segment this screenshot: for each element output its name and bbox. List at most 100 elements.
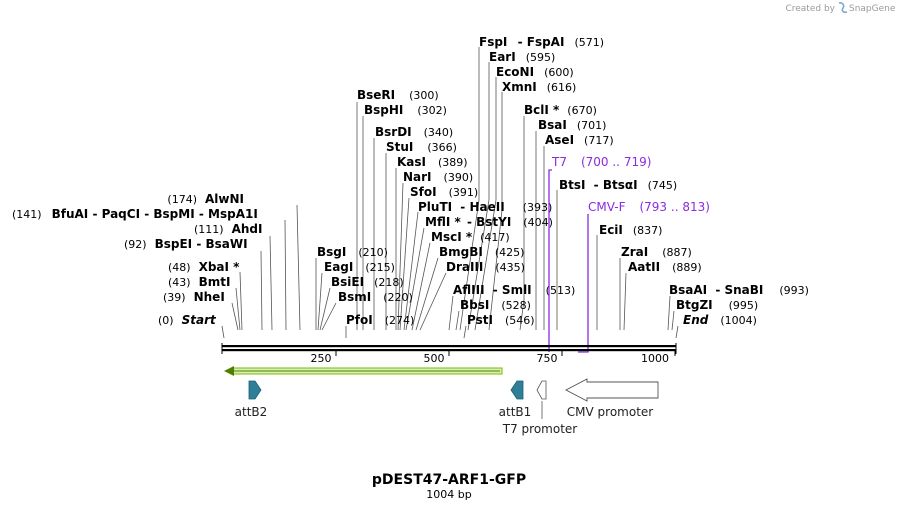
- svg-text:BseRI(300): BseRI(300): [357, 88, 439, 102]
- svg-text:BsaAI - SnaBI(993): BsaAI - SnaBI(993): [669, 283, 809, 297]
- credit-brand: SnapGene: [849, 4, 896, 14]
- enzyme-bspmi: BspMI: [153, 207, 194, 221]
- enzyme-nhei: NheI: [194, 290, 225, 304]
- tick-500: 500: [424, 352, 445, 365]
- svg-text:T7(700 .. 719): T7(700 .. 719): [551, 155, 651, 169]
- tick-1000: 1000: [641, 352, 669, 365]
- svg-text:(0)Start: (0)Start: [158, 313, 217, 327]
- svg-text:CMV-F(793 .. 813): CMV-F (793 .. 813): [588, 200, 710, 214]
- enzyme-fspai: FspAI: [527, 35, 565, 49]
- gfp-feature-arrow: [224, 366, 503, 376]
- enzyme-xbai: XbaI *: [199, 260, 241, 274]
- cut-lines: [221, 47, 679, 339]
- tick-750: 750: [537, 352, 558, 365]
- svg-text:(43)BmtI: (43)BmtI: [168, 275, 230, 289]
- enzyme-ahdi: AhdI: [232, 222, 263, 236]
- enzyme-bsrdi: BsrDI: [375, 125, 412, 139]
- svg-text:EagI(215): EagI(215): [324, 260, 395, 274]
- svg-text:AatII(889): AatII(889): [628, 260, 702, 274]
- cmv-promoter-label: CMV promoter: [567, 405, 654, 419]
- svg-text:PfoI(274): PfoI(274): [346, 313, 414, 327]
- svg-text:(111)AhdI: (111)AhdI: [194, 222, 262, 236]
- enzyme-bsgi: BsgI: [317, 245, 346, 259]
- snapgene-logo-icon: [838, 2, 848, 14]
- enzyme-afliii: AflIII: [453, 283, 485, 297]
- enzyme-draiii: DraIII: [446, 260, 483, 274]
- enzyme-btgzi: BtgZI: [676, 298, 713, 312]
- credit-prefix: Created by: [785, 4, 835, 14]
- svg-text:BsaI(701): BsaI(701): [538, 118, 606, 132]
- enzyme-bsawi: BsaWI: [205, 237, 247, 251]
- svg-text:NarI(390): NarI(390): [403, 170, 473, 184]
- sequence-ruler: 250 500 750 1000: [221, 343, 677, 365]
- svg-text:(48)XbaI *: (48)XbaI *: [168, 260, 240, 274]
- enzyme-mfli: MflI *: [425, 215, 461, 229]
- start-label: Start: [182, 313, 217, 327]
- enzyme-bsphi: BspHI: [364, 103, 403, 117]
- enzyme-bsai: BsaI: [538, 118, 567, 132]
- enzyme-bfuai: BfuAI: [52, 207, 89, 221]
- enzyme-eari: EarI: [489, 50, 516, 64]
- cmv-promoter-feature: CMV promoter: [565, 378, 659, 419]
- enzyme-pfoi: PfoI: [346, 313, 373, 327]
- enzyme-econi: EcoNI: [496, 65, 534, 79]
- enzyme-stui: StuI: [386, 140, 413, 154]
- svg-text:(174)AlwNI: (174)AlwNI: [167, 192, 244, 206]
- primer-t7: T7(700 .. 719): [548, 155, 651, 352]
- enzyme-nari: NarI: [403, 170, 432, 184]
- svg-text:BsiEI(218): BsiEI(218): [331, 275, 404, 289]
- svg-text:DraIII(435): DraIII(435): [446, 260, 525, 274]
- svg-text:KasI(389): KasI(389): [397, 155, 468, 169]
- attb2-label: attB2: [235, 405, 268, 419]
- enzyme-bcli: BclI *: [524, 103, 560, 117]
- enzyme-eagi: EagI: [324, 260, 353, 274]
- enzyme-paqci: PaqCI: [102, 207, 140, 221]
- enzyme-fspi: FspI: [479, 35, 507, 49]
- enzyme-mspa1i: MspA1I: [208, 207, 258, 221]
- enzyme-snabi: SnaBI: [724, 283, 763, 297]
- enzyme-alwni: AlwNI: [205, 192, 244, 206]
- svg-text:BsrDI(340): BsrDI(340): [375, 125, 453, 139]
- svg-text:AflIII - SmlI(513): AflIII - SmlI(513): [453, 283, 575, 297]
- enzyme-btsi: BtsI: [559, 178, 586, 192]
- primer-cmv-f-name: CMV-F: [588, 200, 626, 214]
- enzyme-xmni: XmnI: [502, 80, 537, 94]
- svg-text:(39)NheI: (39)NheI: [163, 290, 225, 304]
- enzyme-bmgbi: BmgBI: [439, 245, 483, 259]
- svg-text:FspI - FspAI(571): FspI - FspAI(571): [479, 35, 604, 49]
- svg-text:EarI(595): EarI(595): [489, 50, 555, 64]
- enzyme-asei: AseI: [545, 133, 574, 147]
- enzyme-msci: MscI *: [431, 230, 473, 244]
- end-label: End: [683, 313, 709, 327]
- svg-text:(92)BspEI - BsaWI: (92)BspEI - BsaWI: [124, 237, 248, 251]
- attb2-feature: attB2: [235, 380, 268, 419]
- svg-text:AseI(717): AseI(717): [545, 133, 614, 147]
- svg-text:MflI * - BstYI(404): MflI * - BstYI(404): [425, 215, 553, 229]
- primer-cmv-f-range: (793 .. 813): [639, 200, 709, 214]
- svg-text:BtgZI(995): BtgZI(995): [676, 298, 758, 312]
- enzyme-bspei: BspEI: [155, 237, 193, 251]
- svg-text:StuI(366): StuI(366): [386, 140, 457, 154]
- svg-text:BsgI(210): BsgI(210): [317, 245, 388, 259]
- enzyme-smli: SmlI: [502, 283, 532, 297]
- enzyme-bsiei: BsiEI: [331, 275, 364, 289]
- plasmid-title: pDEST47-ARF1-GFP: [372, 472, 526, 488]
- enzyme-haeii: HaeII: [469, 200, 504, 214]
- svg-text:EcoNI(600): EcoNI(600): [496, 65, 574, 79]
- svg-text:EciI(837): EciI(837): [599, 223, 662, 237]
- enzyme-zrai: ZraI: [621, 245, 648, 259]
- svg-text:BspHI(302): BspHI(302): [364, 103, 447, 117]
- enzyme-sfoi: SfoI: [410, 185, 437, 199]
- enzyme-bbsi: BbsI: [460, 298, 489, 312]
- enzyme-bsmi: BsmI: [338, 290, 371, 304]
- primer-t7-name: T7: [551, 155, 567, 169]
- svg-text:BclI *(670): BclI *(670): [524, 103, 597, 117]
- t7-promoter-label: T7 promoter: [502, 422, 578, 436]
- svg-text:BbsI(528): BbsI(528): [460, 298, 531, 312]
- enzyme-btsai: BtsαI: [603, 178, 638, 192]
- attb1-label: attB1: [499, 405, 532, 419]
- enzyme-bmti: BmtI: [199, 275, 231, 289]
- primer-cmv-f: CMV-F (793 .. 813): [578, 200, 710, 353]
- enzyme-bseri: BseRI: [357, 88, 395, 102]
